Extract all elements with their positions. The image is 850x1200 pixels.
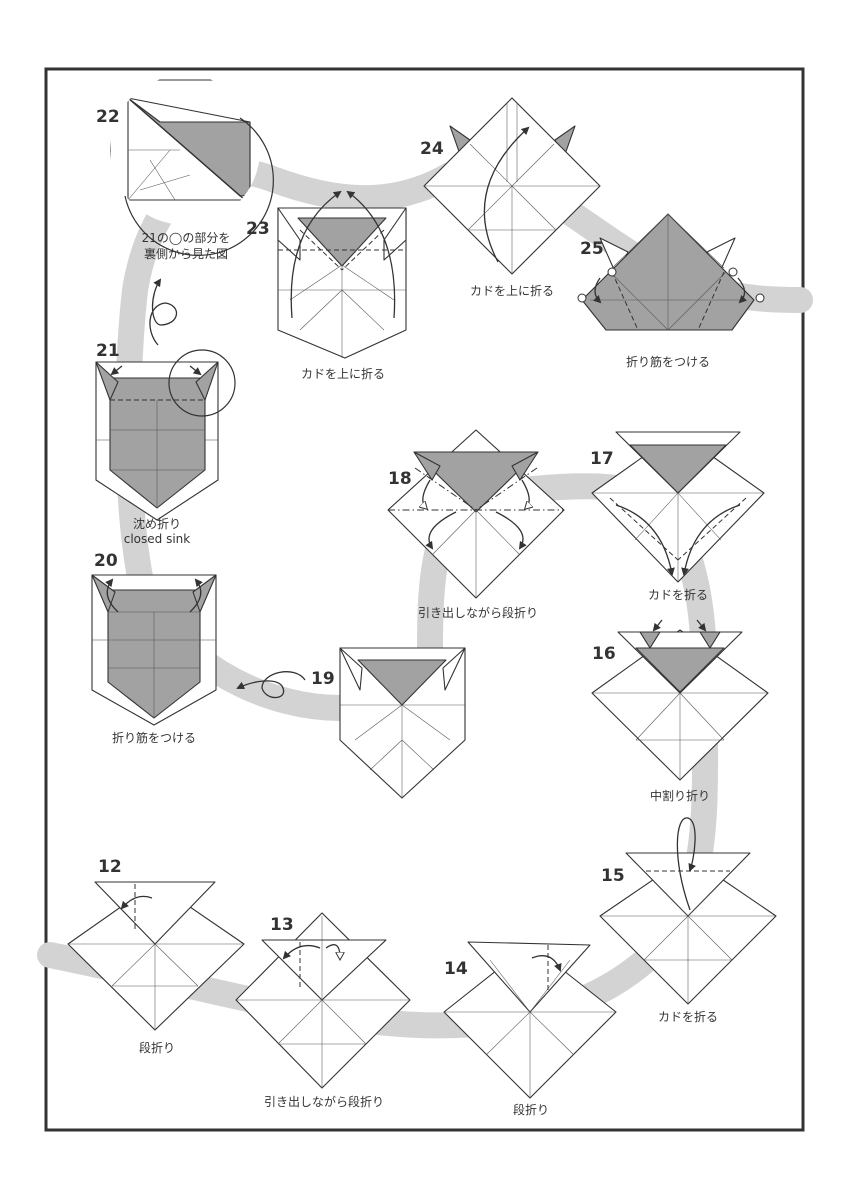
- step-number-24: 24: [420, 139, 444, 159]
- caption-step-21-line1: 沈め折り: [133, 516, 181, 531]
- step-number-16: 16: [592, 644, 616, 664]
- step-21-figure: [95, 278, 236, 521]
- step-number-12: 12: [98, 857, 122, 877]
- caption-step-25: 折り筋をつける: [626, 354, 710, 369]
- step-number-18: 18: [388, 469, 412, 489]
- step-15-figure: [599, 817, 777, 1005]
- step-number-17: 17: [590, 449, 614, 469]
- caption-step-20: 折り筋をつける: [112, 730, 196, 745]
- caption-step-14: 段折り: [513, 1102, 549, 1117]
- step-13-figure: [235, 912, 411, 1089]
- step-14-figure: [443, 941, 617, 1099]
- step-number-19: 19: [311, 669, 335, 689]
- step-12-figure: [67, 881, 245, 1031]
- step-18-figure: [387, 429, 565, 599]
- caption-step-24: カドを上に折る: [470, 283, 554, 298]
- caption-step-15: カドを折る: [658, 1009, 718, 1024]
- step-24-figure: [423, 97, 601, 275]
- caption-step-22-line1: 21の◯の部分を: [142, 230, 231, 245]
- step-number-20: 20: [94, 551, 118, 571]
- step-16-figure: [591, 619, 769, 781]
- caption-step-17: カドを折る: [648, 587, 708, 602]
- caption-step-22-line2: 裏側から見た図: [144, 246, 228, 261]
- step-number-15: 15: [601, 866, 625, 886]
- step-19-figure: [236, 647, 466, 799]
- caption-step-12: 段折り: [139, 1040, 175, 1055]
- caption-step-18: 引き出しながら段折り: [418, 605, 538, 620]
- step-22-figure: [110, 79, 274, 256]
- step-number-25: 25: [580, 239, 604, 259]
- step-23-figure: [277, 190, 407, 359]
- step-17-figure: [591, 431, 765, 583]
- step-25-figure: [577, 213, 765, 331]
- caption-step-13: 引き出しながら段折り: [264, 1094, 384, 1109]
- caption-step-21-line2: closed sink: [124, 532, 191, 546]
- step-number-22: 22: [96, 107, 120, 127]
- step-number-13: 13: [270, 915, 294, 935]
- step-number-23: 23: [246, 219, 270, 239]
- step-number-14: 14: [444, 959, 468, 979]
- step-20-figure: [91, 574, 217, 726]
- step-number-21: 21: [96, 341, 120, 361]
- caption-step-23: カドを上に折る: [301, 366, 385, 381]
- caption-step-16: 中割り折り: [650, 788, 710, 803]
